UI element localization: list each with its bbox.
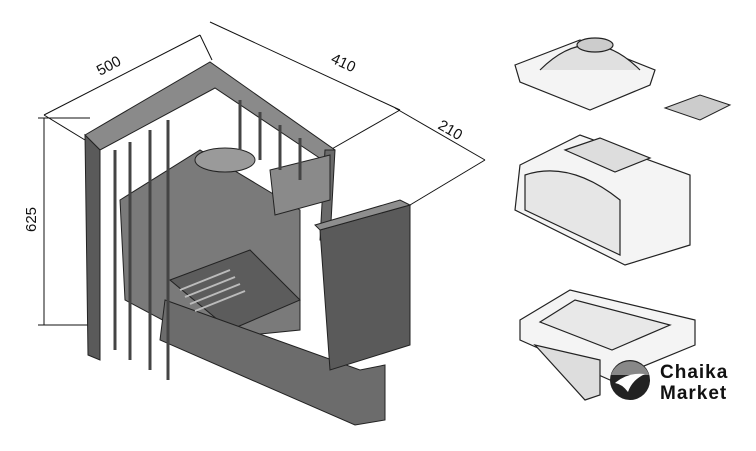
dimension-410: 410 (328, 50, 358, 76)
stove-main (84, 61, 412, 426)
chaika-market-logo (610, 360, 650, 400)
part-middle-body (514, 134, 691, 266)
dimension-lines (38, 21, 486, 326)
dimension-625: 625 (23, 207, 40, 232)
part-bottom-tray (519, 289, 696, 401)
dimension-210: 210 (435, 117, 465, 144)
logo-text-market: Market (660, 383, 728, 404)
part-top-cover (514, 37, 656, 111)
logo-text-chaika: Chaika (660, 362, 729, 383)
dimension-500: 500 (94, 53, 124, 80)
part-small-plate (663, 94, 732, 121)
